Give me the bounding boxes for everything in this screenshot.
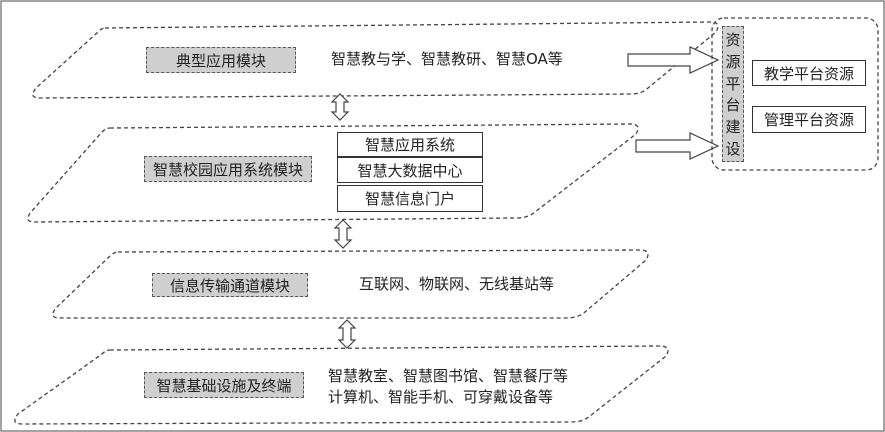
resource-label: 管理平台资源 xyxy=(763,111,854,129)
module-tag-application: 典型应用模块 xyxy=(146,47,296,73)
system-box-application: 智慧应用系统 xyxy=(337,132,483,157)
title-char: 设 xyxy=(725,139,741,158)
double-arrow-1 xyxy=(330,93,350,121)
module-label: 智慧基础设施及终端 xyxy=(156,376,292,395)
module-tag-infrastructure: 智慧基础设施及终端 xyxy=(144,372,304,398)
double-arrow-2 xyxy=(333,219,353,249)
title-char: 源 xyxy=(725,52,741,71)
resource-label: 教学平台资源 xyxy=(763,64,854,83)
infrastructure-examples-2: 计算机、智能手机、可穿戴设备等 xyxy=(328,388,554,406)
system-label: 智慧应用系统 xyxy=(364,136,455,154)
module-tag-transport: 信息传输通道模块 xyxy=(152,273,308,297)
right-arrows xyxy=(627,46,720,160)
module-label: 智慧校园应用系统模块 xyxy=(152,160,303,179)
layer-transport-shape xyxy=(52,249,649,319)
layer-application-shape xyxy=(32,21,719,99)
double-arrows xyxy=(330,93,357,349)
double-arrow-3 xyxy=(337,319,357,349)
system-label: 智慧大数据中心 xyxy=(357,161,463,180)
resource-platform-title: 资 源 平 台 建 设 xyxy=(722,26,744,162)
system-box-portal: 智慧信息门户 xyxy=(337,185,483,212)
layer-campus-system-shape xyxy=(27,123,639,223)
right-arrow-2 xyxy=(635,132,720,160)
layer-infrastructure-shape xyxy=(14,345,669,425)
title-char: 平 xyxy=(725,74,741,93)
transport-examples: 互联网、物联网、无线基站等 xyxy=(359,275,555,293)
system-label: 智慧信息门户 xyxy=(364,190,455,208)
system-box-bigdata: 智慧大数据中心 xyxy=(337,157,483,183)
application-examples: 智慧教与学、智慧教研、智慧OA等 xyxy=(331,50,563,68)
module-label: 信息传输通道模块 xyxy=(169,276,290,295)
title-char: 资 xyxy=(725,31,741,50)
resource-panel-frame xyxy=(711,17,879,171)
module-label: 典型应用模块 xyxy=(175,51,266,70)
title-char: 台 xyxy=(725,96,741,115)
resource-item-teaching: 教学平台资源 xyxy=(752,60,866,86)
right-arrow-1 xyxy=(627,46,720,74)
title-char: 建 xyxy=(725,117,741,136)
infrastructure-examples-1: 智慧教室、智慧图书馆、智慧餐厅等 xyxy=(328,367,569,385)
module-tag-campus-system: 智慧校园应用系统模块 xyxy=(144,156,312,182)
resource-item-management: 管理平台资源 xyxy=(752,106,866,133)
